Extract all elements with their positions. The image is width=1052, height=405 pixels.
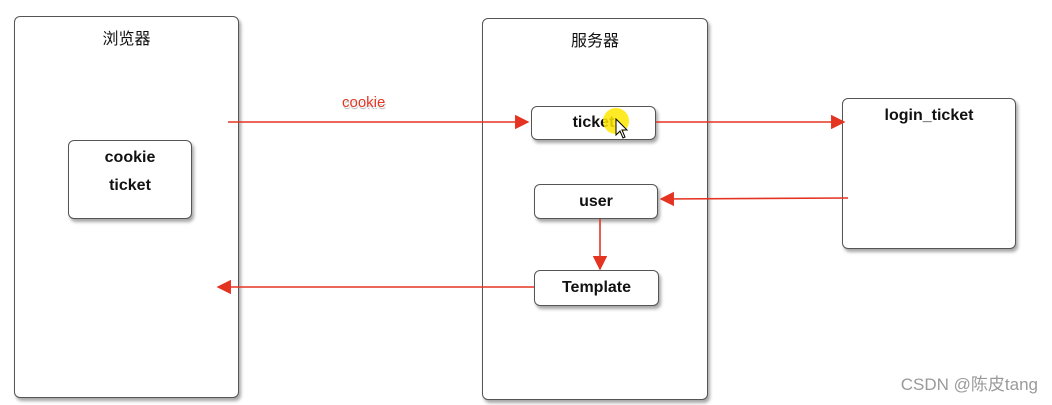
login-ticket-box: login_ticket <box>842 98 1016 249</box>
watermark: CSDN @陈皮tang <box>900 375 1038 394</box>
browser-title: 浏览器 <box>102 31 151 48</box>
cookie-edge-label: cookie <box>342 94 386 111</box>
mouse-cursor-icon <box>615 118 629 139</box>
server-title: 服务器 <box>570 33 619 50</box>
browser-cookie-label: cookie <box>104 149 156 166</box>
arrow-login-ticket-to-user <box>659 191 849 207</box>
server-user-node: user <box>534 184 658 219</box>
server-template-node: Template <box>534 270 659 306</box>
login-ticket-title: login_ticket <box>884 107 974 124</box>
browser-storage-box: cookie ticket <box>68 140 192 219</box>
browser-box: 浏览器 cookie ticket <box>14 16 239 398</box>
browser-ticket-label: ticket <box>109 177 151 194</box>
